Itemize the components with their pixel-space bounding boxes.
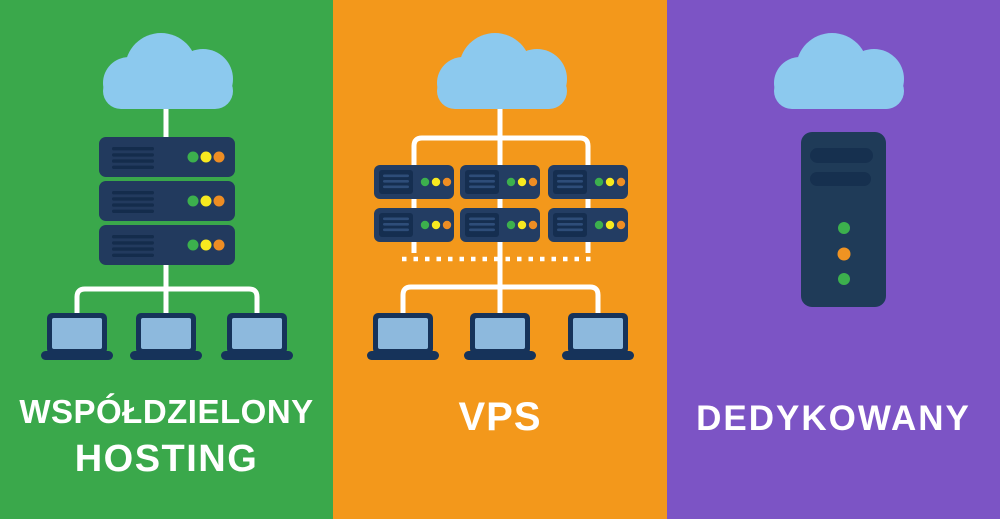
shared-hosting-label-line2: HOSTING [74, 438, 259, 480]
server-unit [99, 181, 235, 221]
laptop-icon [221, 313, 293, 360]
dedicated-illustration [667, 0, 1000, 519]
vps-label: VPS [458, 395, 542, 439]
server-unit [374, 208, 454, 242]
server-unit [374, 165, 454, 199]
laptop-icon [130, 313, 202, 360]
server-unit [99, 137, 235, 177]
panel-vps: VPS [333, 0, 667, 519]
laptop-icon [367, 313, 439, 360]
tower-server-icon [801, 132, 886, 307]
server-unit [99, 225, 235, 265]
laptop-icon [562, 313, 634, 360]
laptop-icon [41, 313, 113, 360]
shared-hosting-illustration [0, 0, 333, 519]
server-unit [548, 208, 628, 242]
connection-lines [400, 100, 601, 315]
dedicated-label: DEDYKOWANY [696, 399, 971, 438]
server-rack-icon [99, 137, 235, 265]
vps-illustration [333, 0, 667, 519]
server-unit [460, 208, 540, 242]
laptop-icon [464, 313, 536, 360]
server-unit [548, 165, 628, 199]
server-unit [460, 165, 540, 199]
panel-shared-hosting: WSPÓŁDZIELONY HOSTING [0, 0, 333, 519]
shared-hosting-label-line1: WSPÓŁDZIELONY [19, 393, 314, 430]
panel-dedicated: DEDYKOWANY [667, 0, 1000, 519]
